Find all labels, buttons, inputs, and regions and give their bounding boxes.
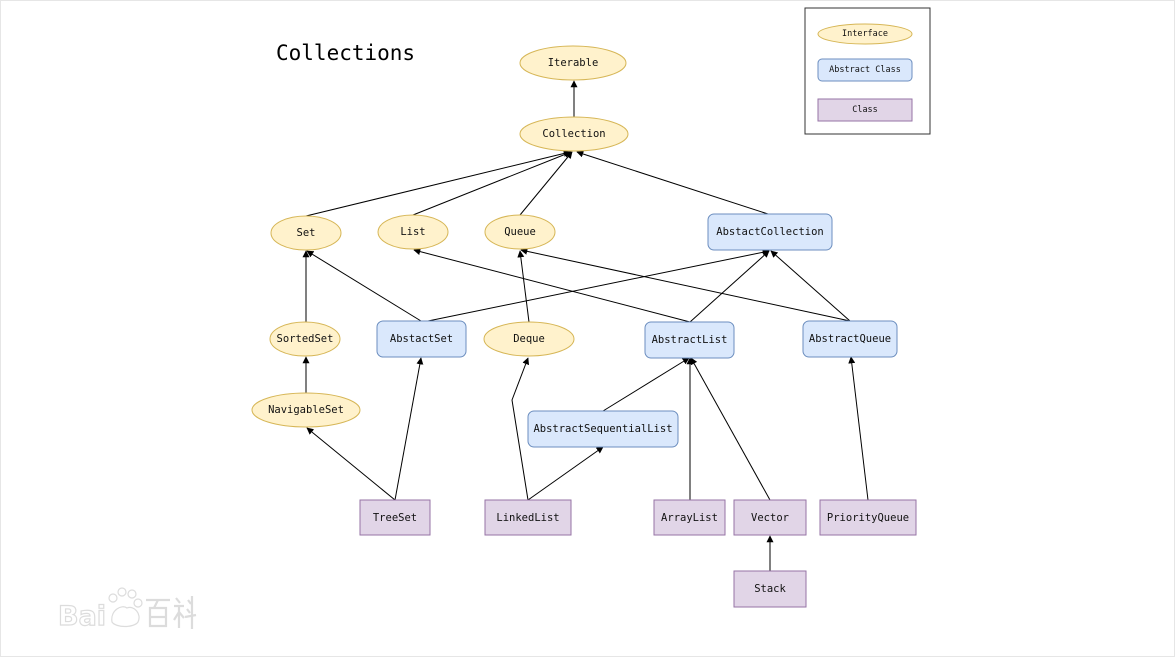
node-set: Set (270, 215, 342, 251)
legend-interface-shape (817, 23, 913, 45)
node-iterable-label: Iterable (548, 57, 599, 69)
node-navigableset-label: NavigableSet (268, 404, 344, 416)
node-sortedset: SortedSet (269, 321, 341, 357)
node-iterable-shape (519, 45, 627, 81)
node-stack: Stack (733, 570, 807, 608)
edge-abstactcollection-to-collection (576, 150, 769, 215)
node-arraylist-shape (653, 499, 726, 536)
legend-abstract-class-shape (817, 58, 913, 82)
node-treeset-label: TreeSet (373, 512, 417, 524)
edge-abstactset-to-set (306, 250, 422, 322)
node-deque-shape (483, 321, 575, 357)
edge-abstractlist-to-abstactcollection (689, 250, 770, 323)
node-abstractqueue-label: AbstractQueue (809, 333, 891, 345)
node-abstactcollection: AbstactCollection (707, 213, 833, 251)
node-linkedlist-shape (484, 499, 572, 536)
node-priorityqueue-label: PriorityQueue (827, 512, 909, 524)
diagram-title: Collections (276, 41, 415, 65)
node-priorityqueue-shape (819, 499, 917, 536)
node-iterable: Iterable (519, 45, 627, 81)
node-collection: Collection (519, 116, 629, 152)
node-deque: Deque (483, 321, 575, 357)
node-abstactcollection-shape (707, 213, 833, 251)
node-vector: Vector (733, 499, 807, 536)
node-priorityqueue: PriorityQueue (819, 499, 917, 536)
legend-class-label: Class (852, 105, 878, 115)
legend-abstract-class-label: Abstract Class (829, 65, 901, 75)
node-treeset-shape (359, 499, 431, 536)
node-set-shape (270, 215, 342, 251)
node-stack-shape (733, 570, 807, 608)
edge-abstractlist-to-list (413, 248, 691, 323)
node-abstractlist-shape (644, 321, 735, 359)
node-linkedlist: LinkedList (484, 499, 572, 536)
node-abstractsequentiallist-label: AbstractSequentialList (533, 423, 672, 435)
watermark-paw-icon (108, 587, 143, 628)
edge-abstractqueue-to-queue (520, 247, 851, 322)
edges (302, 80, 869, 571)
node-stack-label: Stack (754, 583, 786, 595)
node-arraylist: ArrayList (653, 499, 726, 536)
legend-item-interface: Interface (817, 23, 913, 45)
legend-interface-label: Interface (842, 29, 888, 39)
legend-item-abstract-class: Abstract Class (817, 58, 913, 82)
node-abstractsequentiallist: AbstractSequentialList (527, 410, 679, 448)
node-queue-label: Queue (504, 226, 536, 238)
node-abstactset: AbstactSet (376, 320, 467, 358)
edge-treeset-to-abstactset (394, 357, 424, 501)
node-abstractsequentiallist-shape (527, 410, 679, 448)
node-linkedlist-label: LinkedList (496, 512, 559, 524)
watermark-logo: Bai (57, 587, 197, 633)
edge-deque-to-queue (517, 250, 530, 323)
edge-priorityqueue-to-abstractqueue (848, 356, 869, 501)
edge-abstractqueue-to-abstactcollection (770, 250, 851, 322)
legend-class-shape (817, 98, 913, 122)
node-abstactset-label: AbstactSet (390, 333, 453, 345)
node-vector-shape (733, 499, 807, 536)
node-abstractlist-label: AbstractList (652, 334, 728, 346)
edge-linkedlist-to-deque (511, 357, 530, 501)
node-queue-shape (484, 214, 556, 250)
edge-abstactset-to-abstactcollection (427, 248, 770, 322)
node-sortedset-shape (269, 321, 341, 357)
watermark-latin: Bai (58, 601, 106, 632)
legend-item-class: Class (817, 98, 913, 122)
node-list-shape (377, 214, 449, 250)
node-list-label: List (400, 226, 425, 238)
node-deque-label: Deque (513, 333, 545, 345)
edge-vector-to-abstractlist (690, 357, 771, 501)
edge-treeset-to-navigableset (306, 427, 396, 501)
watermark-cjk-glyphs (146, 596, 197, 629)
node-abstractqueue-shape (802, 320, 898, 358)
node-sortedset-label: SortedSet (277, 333, 334, 345)
legend: Interface Abstract Class Class (804, 7, 931, 135)
node-arraylist-label: ArrayList (661, 512, 718, 524)
node-list: List (377, 214, 449, 250)
node-set-label: Set (297, 227, 316, 239)
edge-list-to-collection (412, 151, 572, 216)
node-collection-shape (519, 116, 629, 152)
node-vector-label: Vector (751, 512, 789, 524)
node-collection-label: Collection (542, 128, 605, 140)
node-abstactcollection-label: AbstactCollection (716, 226, 823, 238)
node-abstractqueue: AbstractQueue (802, 320, 898, 358)
node-abstractlist: AbstractList (644, 321, 735, 359)
edge-linkedlist-to-abstractsequentiallist (527, 446, 604, 501)
node-navigableset: NavigableSet (251, 392, 361, 428)
node-abstactset-shape (376, 320, 467, 358)
node-treeset: TreeSet (359, 499, 431, 536)
edge-abstractsequentiallist-to-abstractlist (602, 357, 690, 412)
node-navigableset-shape (251, 392, 361, 428)
edge-set-to-collection (305, 150, 571, 217)
edge-queue-to-collection (519, 151, 573, 216)
node-queue: Queue (484, 214, 556, 250)
